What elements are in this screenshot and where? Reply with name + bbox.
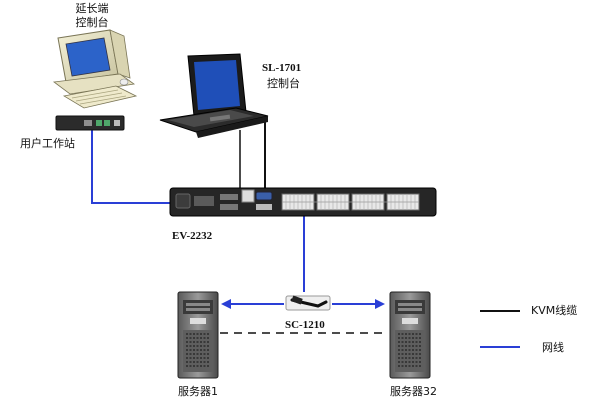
extender-console-label-line2: 控制台 [75,16,109,29]
legend-network-label: 网线 [542,341,564,354]
switch-port-groups [281,193,420,211]
legend-kvm-label: KVM线缆 [531,304,578,317]
cables [91,122,388,334]
console-model-label: SL-1701 [262,62,302,74]
sc1210-adapter [285,295,331,311]
switch-model-label: EV-2232 [172,230,213,242]
console-name-label: 控制台 [267,77,300,90]
arrow-head-left [221,299,231,309]
sl1701-console [159,53,269,138]
server-right [389,291,431,379]
user-station-label: 用户工作站 [20,137,75,150]
extender-box [55,115,125,131]
server-left-label: 服务器1 [178,385,218,398]
server-right-label: 服务器32 [390,385,437,398]
extender-console-computer [52,29,138,109]
server-left [177,291,219,379]
ev2232-switch [169,187,437,217]
arrow-head-right [375,299,385,309]
extender-console-label-line1: 延长端 [75,2,109,15]
cable-model-label: SC-1210 [285,319,325,331]
